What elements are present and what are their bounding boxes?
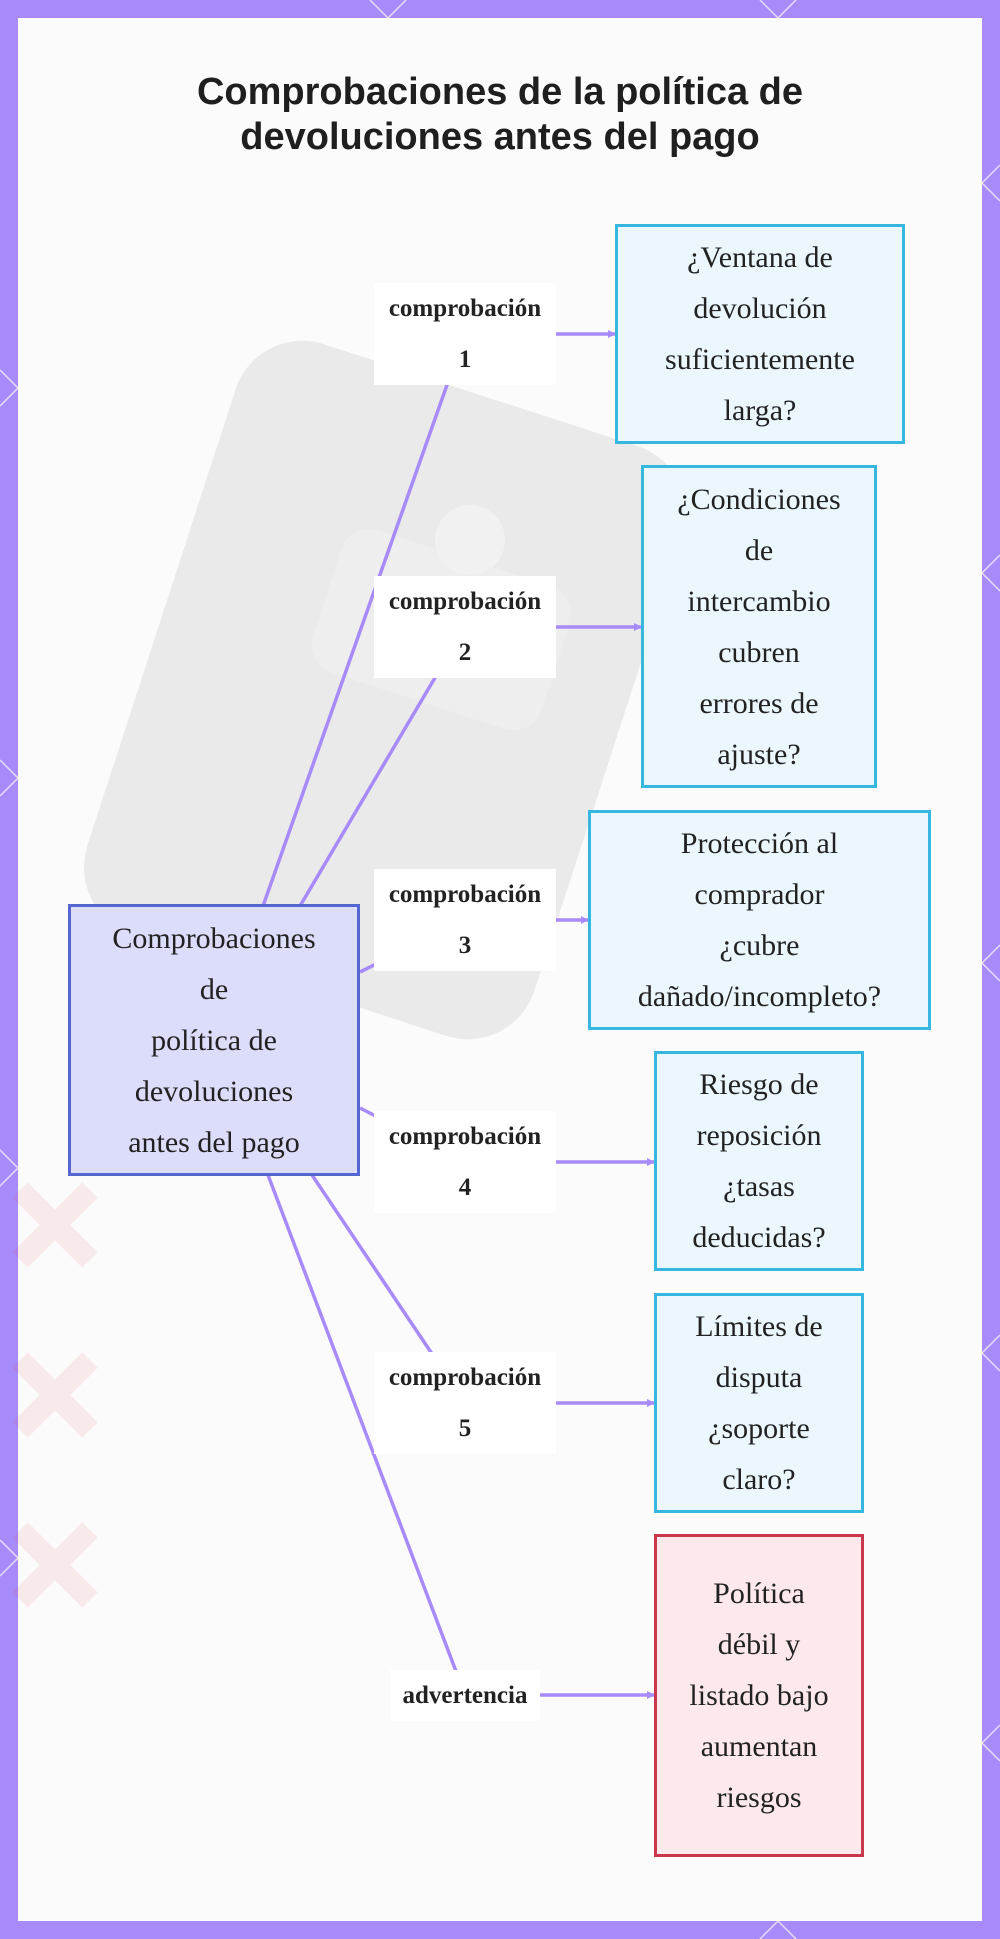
edge-root-to-check-1 bbox=[261, 333, 467, 907]
check-node-4-label: Riesgo de reposición ¿tasas deducidas? bbox=[692, 1068, 826, 1254]
edge-label-check-3: comprobación 3 bbox=[374, 869, 556, 971]
edge-label-check-4: comprobación 4 bbox=[374, 1111, 556, 1213]
root-node: Comprobaciones de política de devolucion… bbox=[68, 904, 360, 1176]
check-node-4: Riesgo de reposición ¿tasas deducidas? bbox=[654, 1051, 864, 1271]
warning-node-label: Política débil y listado bajo aumentan r… bbox=[689, 1577, 829, 1814]
edge-label-check-1: comprobación 1 bbox=[374, 283, 556, 385]
edge-label-warning: advertencia bbox=[390, 1670, 540, 1721]
check-node-3: Protección al comprador ¿cubre dañado/in… bbox=[588, 810, 931, 1030]
root-node-label: Comprobaciones de política de devolucion… bbox=[112, 921, 316, 1159]
edge-root-to-warning bbox=[266, 1174, 467, 1696]
check-node-5: Límites de disputa ¿soporte claro? bbox=[654, 1293, 864, 1513]
edge-label-check-2: comprobación 2 bbox=[374, 576, 556, 678]
check-node-1-label: ¿Ventana de devolución suficientemente l… bbox=[665, 241, 855, 427]
check-node-2: ¿Condiciones de intercambio cubren error… bbox=[641, 465, 877, 788]
check-node-5-label: Límites de disputa ¿soporte claro? bbox=[695, 1310, 823, 1496]
check-node-3-label: Protección al comprador ¿cubre dañado/in… bbox=[637, 827, 882, 1013]
edge-label-check-5: comprobación 5 bbox=[374, 1352, 556, 1454]
check-node-1: ¿Ventana de devolución suficientemente l… bbox=[615, 224, 905, 444]
check-node-2-label: ¿Condiciones de intercambio cubren error… bbox=[677, 482, 841, 771]
warning-node: Política débil y listado bajo aumentan r… bbox=[654, 1534, 864, 1857]
diagram-title: Comprobaciones de la política de devoluc… bbox=[196, 71, 803, 158]
